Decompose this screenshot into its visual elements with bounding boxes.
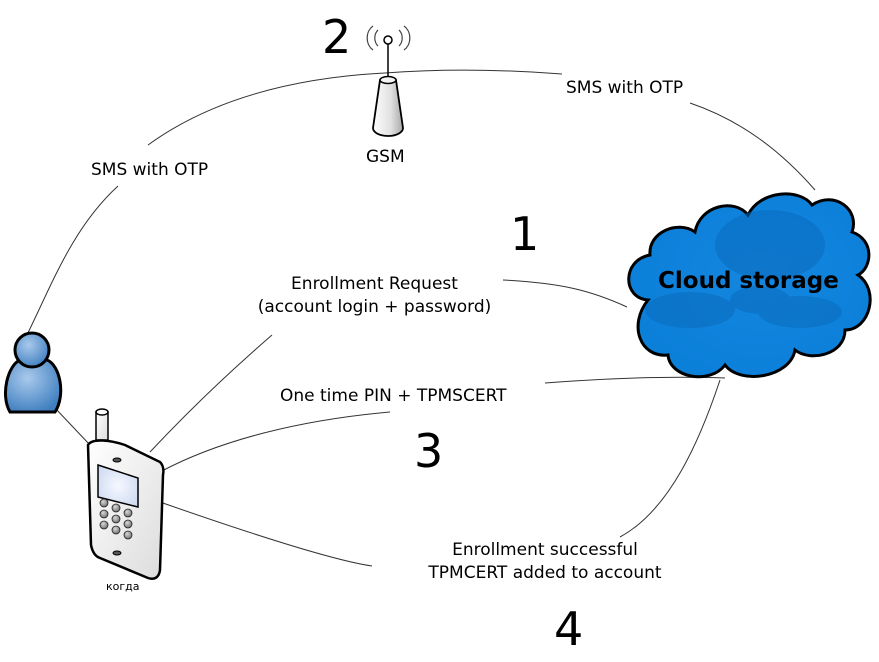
sms-otp-label-left: SMS with OTP (91, 160, 209, 180)
sms-otp-label-right: SMS with OTP (566, 78, 684, 98)
step-number-4: 4 (554, 602, 584, 656)
edge-phone-to-pin (159, 411, 391, 473)
enrollment-success-label: Enrollment successful TPMCERT added to a… (395, 539, 695, 585)
enrollment-request-line-2: (account login + password) (257, 296, 492, 317)
edge-phone-to-enrollment (149, 334, 273, 453)
enrollment-success-line-1: Enrollment successful (452, 540, 638, 560)
edge-user-to-sms-label (21, 185, 119, 346)
enrollment-success-line-2: TPMCERT added to account (428, 562, 662, 583)
step-number-3: 3 (414, 424, 444, 478)
cloud-icon (627, 192, 872, 379)
cloud-storage-label: Cloud storage (658, 268, 839, 294)
step-number-1: 1 (510, 207, 540, 261)
edge-user-to-phone (54, 407, 91, 446)
gsm-tower-icon (366, 25, 411, 137)
phone-label: когда (106, 580, 140, 593)
enrollment-request-line-1: Enrollment Request (291, 274, 458, 294)
edge-phone-to-success (159, 501, 373, 567)
connectors (21, 69, 816, 567)
edge-enrollment-to-cloud (502, 279, 628, 308)
edge-sms-left-to-gsm (147, 72, 386, 146)
step-number-2: 2 (322, 10, 352, 64)
edge-gsm-to-sms-right (384, 69, 563, 75)
one-time-pin-label: One time PIN + TPMSCERT (280, 386, 507, 406)
gsm-label: GSM (366, 147, 405, 167)
edge-cloud-to-success (619, 379, 721, 538)
enrollment-request-label: Enrollment Request (account login + pass… (232, 273, 517, 319)
edge-sms-right-to-cloud (689, 102, 816, 191)
user-icon (4, 331, 63, 414)
mobile-phone-icon (86, 408, 165, 580)
